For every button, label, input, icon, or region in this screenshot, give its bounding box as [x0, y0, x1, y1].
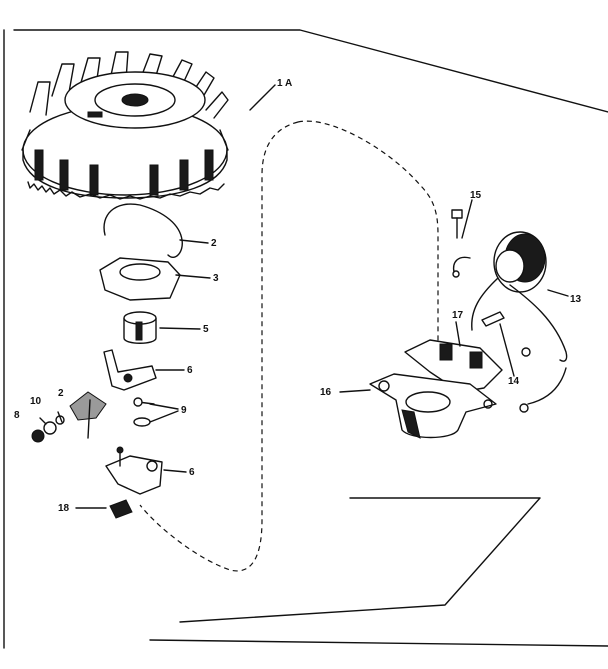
washer-plate-part	[99, 257, 181, 301]
leader-lines	[39, 84, 569, 509]
base-plate-part	[105, 446, 163, 495]
part-label-1a: 1 A	[277, 78, 292, 89]
part-label-6-arm: 6	[187, 365, 193, 376]
spring-clip-part	[103, 203, 183, 258]
armature-bracket-part	[369, 339, 503, 439]
part-label-18: 18	[58, 503, 70, 514]
lamination-part	[481, 311, 505, 327]
part-label-15: 15	[470, 190, 482, 201]
part-label-8: 8	[14, 410, 20, 421]
small-hardware-part	[31, 391, 107, 443]
clip-part	[109, 499, 133, 519]
part-label-10: 10	[30, 396, 42, 407]
part-label-16: 16	[320, 387, 332, 398]
part-label-2: 2	[211, 238, 217, 249]
frame-lines	[3, 29, 608, 649]
part-label-17: 17	[452, 310, 464, 321]
coil-screw-part	[451, 209, 463, 239]
part-label-14: 14	[508, 376, 520, 387]
ignition-coil-part	[452, 231, 568, 413]
part-label-3: 3	[213, 273, 219, 284]
flywheel-part	[21, 51, 229, 200]
routing-dashed-line	[139, 120, 439, 572]
part-label-5: 5	[203, 324, 209, 335]
sleeve-part	[123, 311, 157, 344]
part-label-2-small: 2	[58, 388, 64, 399]
part-label-9: 9	[181, 405, 187, 416]
part-label-13: 13	[570, 294, 582, 305]
part-label-6-plate: 6	[189, 467, 195, 478]
breaker-arm-part	[103, 349, 157, 391]
